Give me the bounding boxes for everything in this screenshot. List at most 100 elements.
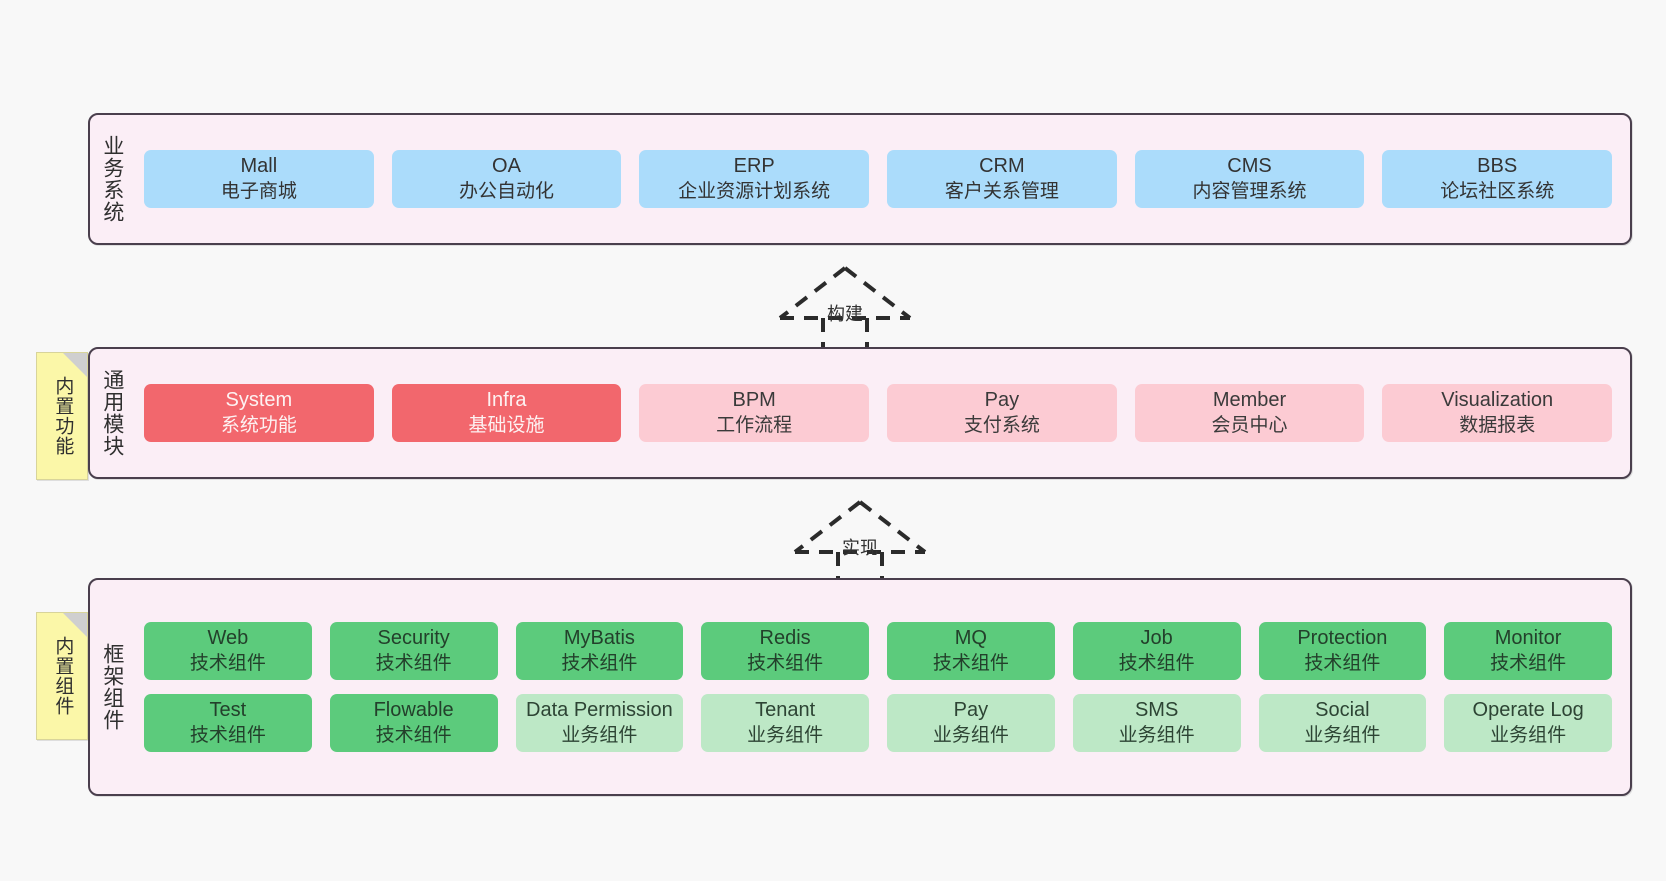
layer-framework-component: 框架组件 Web 技术组件 Security 技术组件 MyBatis 技术组件… — [88, 578, 1632, 796]
card-flowable[interactable]: Flowable 技术组件 — [329, 694, 498, 752]
card-crm[interactable]: CRM 客户关系管理 — [887, 150, 1117, 208]
card-protection-title: Protection — [1297, 627, 1388, 650]
card-sms-subtitle: 业务组件 — [1118, 724, 1195, 746]
layer-business-system: 业务系统 Mall 电子商城 OA 办公自动化 ERP 企业资源计划系统 CRM… — [88, 113, 1632, 245]
framework-biz-row: Test 技术组件 Flowable 技术组件 Data Permission … — [144, 694, 1612, 752]
card-data-permission-title: Data Permission — [526, 699, 673, 721]
card-oa-subtitle: 办公自动化 — [459, 180, 555, 202]
card-data-permission[interactable]: Data Permission 业务组件 — [515, 694, 684, 752]
card-social[interactable]: Social 业务组件 — [1258, 694, 1427, 752]
card-test[interactable]: Test 技术组件 — [144, 694, 312, 752]
card-test-subtitle: 技术组件 — [189, 724, 266, 746]
module-card-row: System 系统功能 Infra 基础设施 BPM 工作流程 Pay 支付系统… — [144, 384, 1613, 442]
note-builtin-function-text: 内置功能 — [52, 376, 74, 456]
card-bbs-title: BBS — [1477, 155, 1518, 178]
connector-build-arrow-icon — [778, 266, 912, 352]
card-bpm-title: BPM — [732, 389, 776, 412]
card-operate-log[interactable]: Operate Log 业务组件 — [1444, 694, 1612, 752]
card-mall[interactable]: Mall 电子商城 — [144, 150, 374, 208]
card-erp[interactable]: ERP 企业资源计划系统 — [639, 150, 870, 208]
card-mybatis[interactable]: MyBatis 技术组件 — [515, 622, 684, 680]
note-builtin-function: 内置功能 — [36, 352, 88, 480]
card-social-subtitle: 业务组件 — [1304, 724, 1381, 746]
card-flowable-subtitle: 技术组件 — [375, 724, 452, 746]
connector-implement-arrow-icon — [793, 500, 927, 586]
card-infra-subtitle: 基础设施 — [468, 414, 545, 436]
card-job[interactable]: Job 技术组件 — [1072, 622, 1241, 680]
card-visualization[interactable]: Visualization 数据报表 — [1382, 384, 1613, 442]
card-pay-module[interactable]: Pay 支付系统 — [887, 384, 1117, 442]
card-member-subtitle: 会员中心 — [1211, 414, 1288, 436]
card-cms[interactable]: CMS 内容管理系统 — [1134, 150, 1365, 208]
card-erp-title: ERP — [733, 155, 775, 178]
card-monitor[interactable]: Monitor 技术组件 — [1444, 622, 1612, 680]
card-member[interactable]: Member 会员中心 — [1134, 384, 1365, 442]
card-security-subtitle: 技术组件 — [375, 652, 452, 674]
card-web-title: Web — [207, 627, 249, 650]
card-pay-module-subtitle: 支付系统 — [963, 414, 1040, 436]
card-mall-subtitle: 电子商城 — [220, 180, 297, 202]
framework-tech-row: Web 技术组件 Security 技术组件 MyBatis 技术组件 Redi… — [144, 622, 1612, 680]
note-fold-corner-icon — [63, 613, 87, 637]
card-pay-module-title: Pay — [984, 389, 1020, 412]
card-mq-title: MQ — [954, 627, 987, 650]
card-security-title: Security — [377, 627, 450, 650]
card-bpm[interactable]: BPM 工作流程 — [639, 384, 870, 442]
card-redis-subtitle: 技术组件 — [747, 652, 824, 674]
card-mybatis-title: MyBatis — [563, 627, 635, 650]
card-bbs[interactable]: BBS 论坛社区系统 — [1382, 150, 1613, 208]
layer-business-system-label: 业务系统 — [100, 135, 124, 223]
card-mq-subtitle: 技术组件 — [932, 652, 1009, 674]
card-system-subtitle: 系统功能 — [220, 414, 297, 436]
note-builtin-component-text: 内置组件 — [52, 636, 74, 716]
card-infra-title: Infra — [486, 389, 527, 412]
card-system[interactable]: System 系统功能 — [144, 384, 374, 442]
card-infra[interactable]: Infra 基础设施 — [391, 384, 622, 442]
card-bpm-subtitle: 工作流程 — [716, 414, 793, 436]
card-protection[interactable]: Protection 技术组件 — [1258, 622, 1427, 680]
note-builtin-component: 内置组件 — [36, 612, 88, 740]
card-redis[interactable]: Redis 技术组件 — [701, 622, 869, 680]
card-job-title: Job — [1140, 627, 1173, 650]
layer-framework-component-body: Web 技术组件 Security 技术组件 MyBatis 技术组件 Redi… — [134, 580, 1630, 794]
card-mq[interactable]: MQ 技术组件 — [887, 622, 1055, 680]
card-operate-log-subtitle: 业务组件 — [1490, 724, 1567, 746]
card-mybatis-subtitle: 技术组件 — [561, 652, 638, 674]
card-crm-subtitle: 客户关系管理 — [944, 180, 1059, 202]
card-sms[interactable]: SMS 业务组件 — [1072, 694, 1241, 752]
card-tenant-title: Tenant — [755, 699, 816, 721]
layer-business-system-body: Mall 电子商城 OA 办公自动化 ERP 企业资源计划系统 CRM 客户关系… — [134, 115, 1630, 243]
connector-implement: 实现 — [775, 496, 945, 586]
card-pay-component-title: Pay — [953, 699, 989, 721]
card-test-title: Test — [209, 699, 247, 721]
card-cms-subtitle: 内容管理系统 — [1192, 180, 1307, 202]
card-operate-log-title: Operate Log — [1472, 699, 1584, 721]
card-tenant-subtitle: 业务组件 — [747, 724, 824, 746]
card-security[interactable]: Security 技术组件 — [329, 622, 498, 680]
card-tenant[interactable]: Tenant 业务组件 — [701, 694, 869, 752]
card-oa[interactable]: OA 办公自动化 — [391, 150, 622, 208]
layer-common-module-body: System 系统功能 Infra 基础设施 BPM 工作流程 Pay 支付系统… — [134, 349, 1630, 477]
card-flowable-title: Flowable — [373, 699, 454, 721]
card-monitor-title: Monitor — [1494, 627, 1562, 650]
card-monitor-subtitle: 技术组件 — [1490, 652, 1567, 674]
card-pay-component[interactable]: Pay 业务组件 — [887, 694, 1055, 752]
card-member-title: Member — [1212, 389, 1287, 412]
card-crm-title: CRM — [979, 155, 1025, 178]
card-bbs-subtitle: 论坛社区系统 — [1440, 180, 1555, 202]
card-visualization-subtitle: 数据报表 — [1459, 414, 1536, 436]
business-card-row: Mall 电子商城 OA 办公自动化 ERP 企业资源计划系统 CRM 客户关系… — [144, 150, 1613, 208]
card-protection-subtitle: 技术组件 — [1304, 652, 1381, 674]
card-job-subtitle: 技术组件 — [1118, 652, 1195, 674]
card-sms-title: SMS — [1134, 699, 1179, 721]
card-oa-title: OA — [492, 155, 521, 178]
layer-framework-component-label: 框架组件 — [100, 643, 124, 731]
card-data-permission-subtitle: 业务组件 — [561, 724, 638, 746]
card-system-title: System — [225, 389, 293, 412]
layer-common-module: 通用模块 System 系统功能 Infra 基础设施 BPM 工作流程 Pay… — [88, 347, 1632, 479]
card-web-subtitle: 技术组件 — [189, 652, 266, 674]
card-web[interactable]: Web 技术组件 — [144, 622, 312, 680]
card-cms-title: CMS — [1227, 155, 1272, 178]
card-visualization-title: Visualization — [1441, 389, 1554, 412]
note-fold-corner-icon — [63, 353, 87, 377]
